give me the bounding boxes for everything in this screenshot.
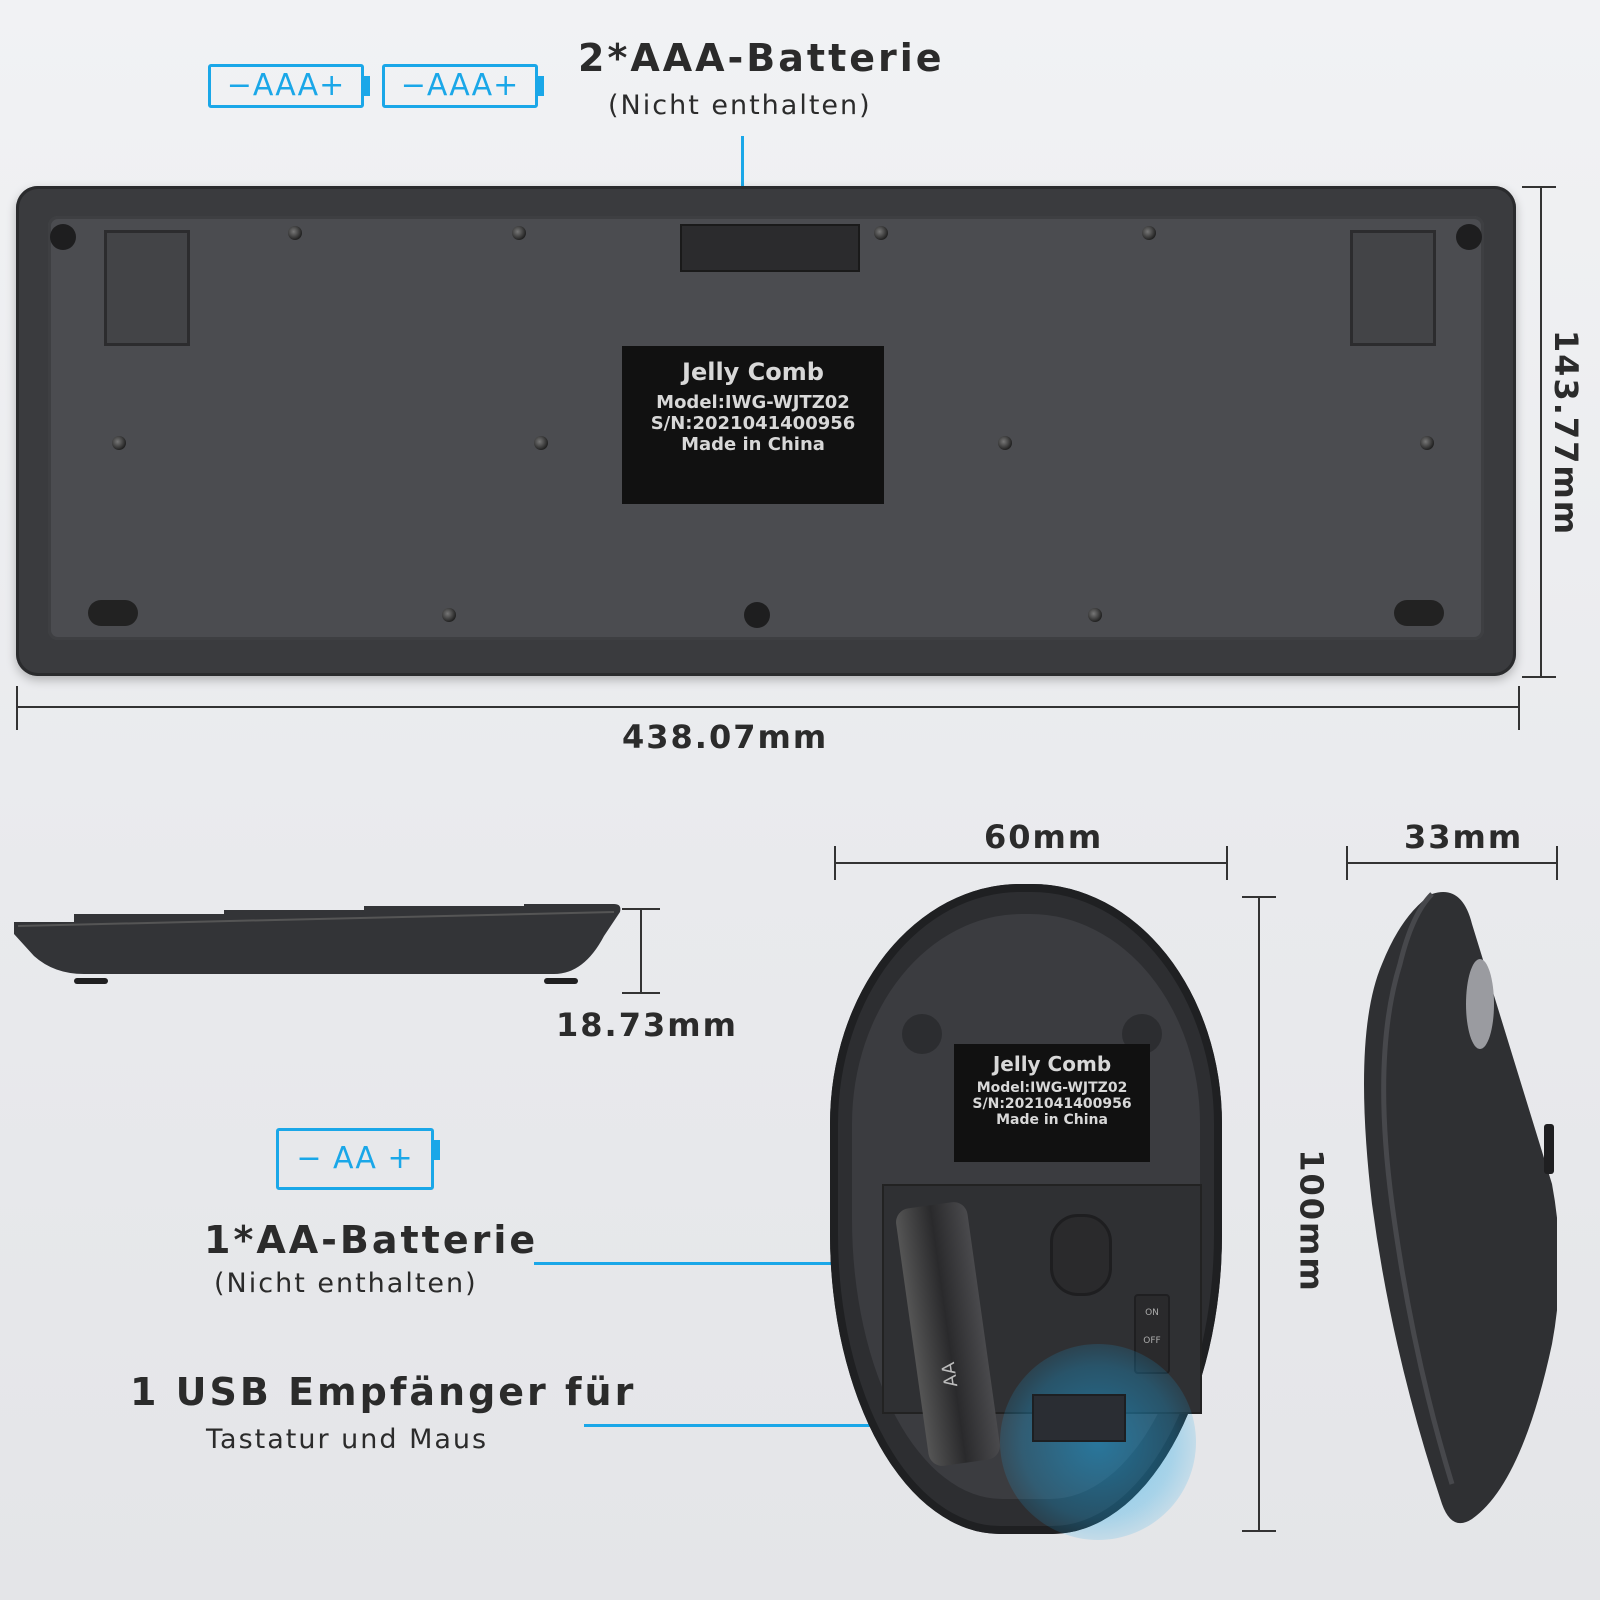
label-origin: Made in China <box>681 434 825 455</box>
tilt-foot-right <box>1350 230 1436 346</box>
keyboard-product-label: Jelly Comb Model:IWG-WJTZ02 S/N:20210414… <box>622 346 884 504</box>
rubber-pad-left <box>88 600 138 626</box>
screw <box>512 226 526 240</box>
keyboard-battery-slot <box>680 224 860 272</box>
aa-battery-marking: AA <box>938 1360 963 1389</box>
keyboard-depth-line <box>1540 188 1542 676</box>
screw <box>1088 608 1102 622</box>
screw <box>1142 226 1156 240</box>
battery-plus: + <box>319 68 346 103</box>
usb-receiver <box>1032 1394 1126 1442</box>
dim-tick <box>1522 186 1556 188</box>
corner-hole <box>50 224 76 250</box>
aa-battery-icon: − AA + <box>276 1128 440 1190</box>
aa-battery-label: AA <box>333 1141 377 1176</box>
keyboard-width-label: 438.07mm <box>622 718 829 756</box>
mouse-length-line <box>1258 896 1260 1530</box>
usb-receiver-title: 1 USB Empfänger für <box>130 1370 637 1414</box>
keyboard-height-line <box>640 908 642 992</box>
dim-tick <box>1518 686 1520 730</box>
battery-plus: + <box>493 68 520 103</box>
aaa-battery-icon-1: −AAA+ <box>208 64 370 108</box>
dim-tick <box>1522 676 1556 678</box>
mouse-height-label: 33mm <box>1404 818 1524 856</box>
screw <box>288 226 302 240</box>
keyboard-bottom-view: Jelly Comb Model:IWG-WJTZ02 S/N:20210414… <box>16 186 1516 676</box>
usb-receiver-note: Tastatur und Maus <box>206 1424 489 1455</box>
keyboard-width-line <box>16 706 1520 708</box>
usb-receiver-callout <box>584 1424 1080 1427</box>
keyboard-side-view <box>14 904 621 984</box>
mouse-bottom-view: Jelly Comb Model:IWG-WJTZ02 S/N:20210414… <box>830 884 1222 1540</box>
keyboard-battery-note: (Nicht enthalten) <box>608 90 872 121</box>
aaa-battery-icon-2: −AAA+ <box>382 64 544 108</box>
rubber-pad-right <box>1394 600 1444 626</box>
keyboard-depth-label: 143.77mm <box>1547 329 1586 537</box>
screw <box>1420 436 1434 450</box>
battery-minus: − <box>226 68 253 103</box>
screw <box>534 436 548 450</box>
mouse-foot <box>902 1014 942 1054</box>
battery-minus: − <box>296 1141 334 1176</box>
label-serial: S/N:2021041400956 <box>650 413 856 434</box>
tilt-foot-left <box>104 230 190 346</box>
keyboard-battery-title: 2*AAA-Batterie <box>578 36 945 80</box>
mouse-battery-title: 1*AA-Batterie <box>204 1218 539 1262</box>
screw <box>112 436 126 450</box>
label-origin: Made in China <box>996 1112 1108 1128</box>
mouse-side-view <box>1364 892 1557 1523</box>
switch-off-label: OFF <box>1143 1336 1161 1346</box>
keyboard-height-label: 18.73mm <box>556 1006 738 1044</box>
mouse-width-line <box>834 862 1228 864</box>
label-model: Model:IWG-WJTZ02 <box>656 392 850 413</box>
keyboard-bottom-panel: Jelly Comb Model:IWG-WJTZ02 S/N:20210414… <box>48 216 1484 640</box>
optical-sensor <box>1050 1214 1112 1296</box>
screw <box>442 608 456 622</box>
mouse-battery-note: (Nicht enthalten) <box>214 1268 478 1299</box>
mouse-product-label: Jelly Comb Model:IWG-WJTZ02 S/N:20210414… <box>954 1044 1150 1162</box>
aaa-battery-label-2: AAA <box>426 68 494 103</box>
corner-hole <box>1456 224 1482 250</box>
dim-tick <box>1242 1530 1276 1532</box>
aaa-battery-label-1: AAA <box>252 68 320 103</box>
center-hole <box>744 602 770 628</box>
dim-tick <box>16 686 18 730</box>
screw <box>998 436 1012 450</box>
mouse-length-label: 100mm <box>1292 1149 1331 1293</box>
usb-receiver-highlight <box>1000 1344 1196 1540</box>
label-model: Model:IWG-WJTZ02 <box>976 1080 1128 1096</box>
mouse-battery-callout <box>534 1262 956 1265</box>
label-serial: S/N:2021041400956 <box>972 1096 1132 1112</box>
battery-minus: − <box>400 68 427 103</box>
dim-tick <box>622 992 660 994</box>
switch-on-label: ON <box>1145 1308 1159 1318</box>
keyboard-battery-callout <box>741 136 744 232</box>
screw <box>874 226 888 240</box>
label-brand: Jelly Comb <box>682 358 824 386</box>
battery-plus: + <box>376 1141 414 1176</box>
mouse-bottom-panel: Jelly Comb Model:IWG-WJTZ02 S/N:20210414… <box>852 914 1202 1540</box>
mouse-width-label: 60mm <box>984 818 1104 856</box>
mouse-height-line <box>1346 862 1558 864</box>
label-brand: Jelly Comb <box>992 1052 1112 1076</box>
